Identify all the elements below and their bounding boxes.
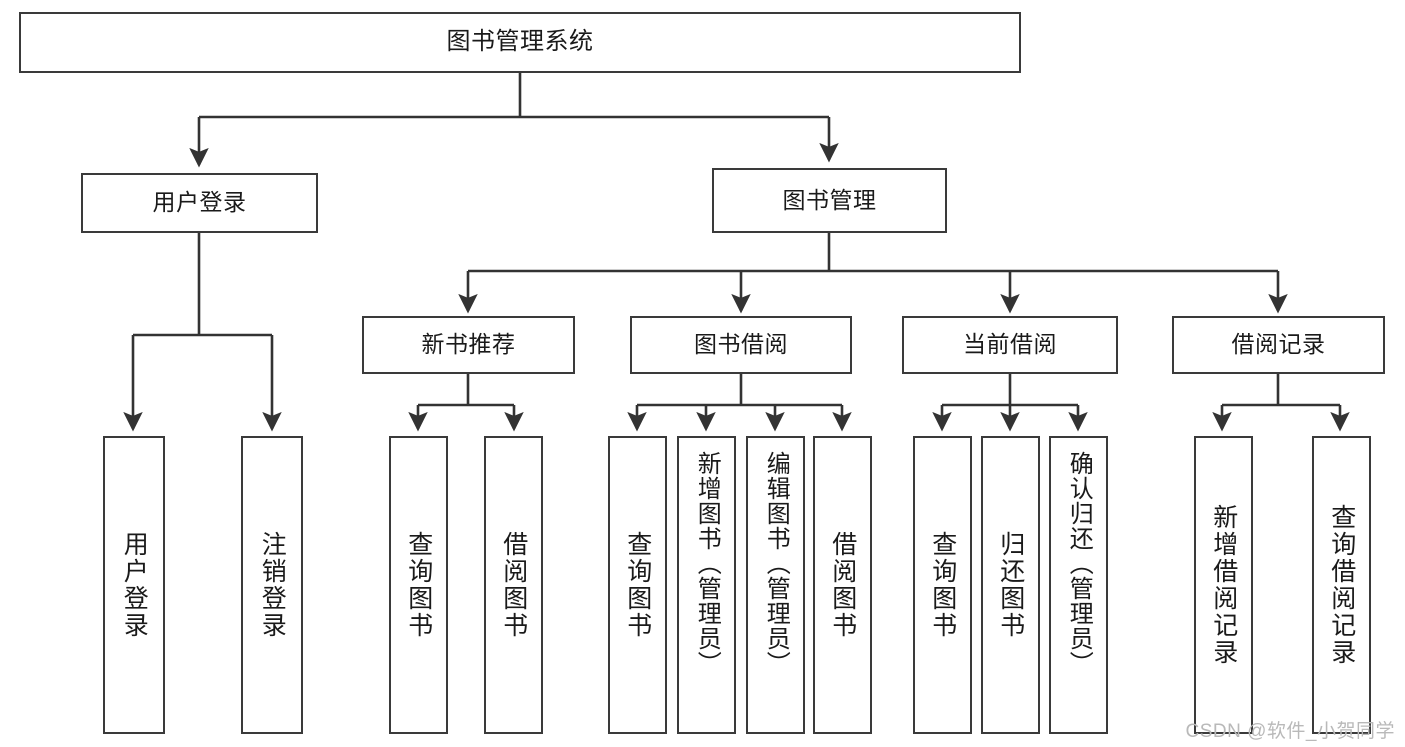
node-label: 查询图书 bbox=[623, 531, 652, 639]
node-label: 借阅记录 bbox=[1231, 331, 1326, 358]
node-label: 查询图书 bbox=[928, 531, 957, 639]
node-leaf-borrow-book-recommend[interactable]: 借阅图书 bbox=[484, 436, 543, 734]
node-leaf-user-login[interactable]: 用户登录 bbox=[103, 436, 165, 734]
node-book-management[interactable]: 图书管理 bbox=[712, 168, 947, 233]
node-label: 归还图书 bbox=[996, 531, 1025, 639]
node-book-borrow[interactable]: 图书借阅 bbox=[630, 316, 852, 374]
node-leaf-add-borrow-record[interactable]: 新增借阅记录 bbox=[1194, 436, 1253, 734]
node-leaf-query-borrow-record[interactable]: 查询借阅记录 bbox=[1312, 436, 1371, 734]
node-leaf-logout[interactable]: 注销登录 bbox=[241, 436, 303, 734]
node-leaf-add-book-admin[interactable]: 新增图书（管理员） bbox=[677, 436, 736, 734]
node-label: 新书推荐 bbox=[421, 331, 516, 358]
node-label: 借阅图书 bbox=[828, 531, 857, 639]
node-label: 用户登录 bbox=[152, 189, 247, 216]
node-root-book-management-system[interactable]: 图书管理系统 bbox=[19, 12, 1021, 73]
node-leaf-query-book-recommend[interactable]: 查询图书 bbox=[389, 436, 448, 734]
watermark-csdn: CSDN @软件_小贺同学 bbox=[1185, 721, 1395, 742]
node-leaf-borrow-book[interactable]: 借阅图书 bbox=[813, 436, 872, 734]
node-label: 注销登录 bbox=[258, 531, 287, 639]
node-leaf-query-book-borrow[interactable]: 查询图书 bbox=[608, 436, 667, 734]
node-borrow-record[interactable]: 借阅记录 bbox=[1172, 316, 1385, 374]
node-label: 新增借阅记录 bbox=[1209, 504, 1238, 666]
node-label: 图书借阅 bbox=[694, 331, 788, 358]
node-label: 编辑图书（管理员） bbox=[762, 451, 790, 676]
node-label: 借阅图书 bbox=[499, 531, 528, 639]
node-leaf-confirm-return-admin[interactable]: 确认归还（管理员） bbox=[1049, 436, 1108, 734]
node-label: 图书管理 bbox=[782, 186, 877, 213]
node-label: 查询借阅记录 bbox=[1327, 504, 1356, 666]
node-label: 当前借阅 bbox=[963, 331, 1057, 358]
node-label: 用户登录 bbox=[120, 531, 149, 639]
node-leaf-return-book[interactable]: 归还图书 bbox=[981, 436, 1040, 734]
node-current-borrow[interactable]: 当前借阅 bbox=[902, 316, 1118, 374]
node-label: 查询图书 bbox=[404, 531, 433, 639]
node-user-login[interactable]: 用户登录 bbox=[81, 173, 318, 233]
node-label: 新增图书（管理员） bbox=[693, 451, 721, 676]
node-new-book-recommend[interactable]: 新书推荐 bbox=[362, 316, 575, 374]
node-leaf-edit-book-admin[interactable]: 编辑图书（管理员） bbox=[746, 436, 805, 734]
node-label: 确认归还（管理员） bbox=[1065, 451, 1093, 676]
node-leaf-query-book-current[interactable]: 查询图书 bbox=[913, 436, 972, 734]
node-label: 图书管理系统 bbox=[446, 28, 594, 56]
